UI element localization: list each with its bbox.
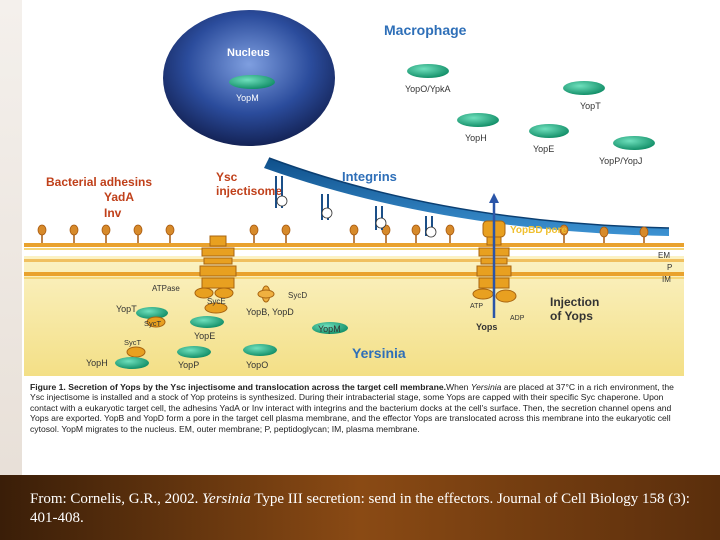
figure-number: Figure 1.	[30, 382, 66, 392]
inner-membrane	[24, 272, 684, 276]
yope-host-label: YopE	[533, 144, 554, 154]
nucleus-label: Nucleus	[227, 47, 270, 59]
citation-rest: Type III secretion: send in the effector…	[30, 491, 690, 526]
yope-bact-label: YopE	[194, 331, 215, 341]
ysc-injectisome-label: Ysc injectisome	[216, 170, 282, 198]
integrins-label: Integrins	[342, 169, 397, 184]
yersinia-label: Yersinia	[352, 345, 406, 361]
adhesin-row	[37, 224, 649, 243]
yope-bact-protein	[190, 316, 224, 328]
bacterial-adhesins-label: Bacterial adhesins	[46, 175, 152, 189]
macrophage-label: Macrophage	[384, 22, 467, 38]
ysc-injectisome-line1: Ysc	[216, 170, 238, 184]
yopt-bact-label: YopT	[116, 304, 137, 314]
integrin-adhesin-pairs	[275, 176, 437, 238]
yopm-nucleus-label: YopM	[236, 93, 259, 103]
sycd-label: SycD	[288, 291, 307, 300]
caption-title: Secretion of Yops by the Ysc injectisome…	[68, 382, 446, 392]
p-label: P	[667, 263, 672, 272]
yopt-host-protein	[563, 81, 605, 95]
sycd-cross	[257, 285, 275, 303]
slide-left-border	[0, 0, 22, 475]
yopm-in-nucleus	[229, 75, 275, 89]
slide-footer-bar	[0, 475, 720, 540]
yopt-host-label: YopT	[580, 101, 601, 111]
syct1-label: SycT	[144, 319, 162, 328]
host-plasma-membrane	[264, 158, 669, 236]
syce-label: SycE	[207, 297, 226, 306]
yopo-ypka-label: YopO/YpkA	[405, 84, 451, 94]
outer-membrane-inner	[24, 248, 684, 250]
yope-host-protein	[529, 124, 569, 138]
peptidoglycan	[24, 259, 684, 262]
yops-label: Yops	[476, 322, 497, 332]
citation-from: From: Cornelis, G.R., 2002.	[30, 491, 203, 507]
injection-line2: of Yops	[550, 309, 593, 323]
yopp-bact-protein	[177, 346, 211, 358]
caption-body-start: When	[446, 382, 471, 392]
im-label: IM	[662, 275, 671, 284]
yopb-yopd-label: YopB, YopD	[246, 307, 294, 317]
atpase-label: ATPase	[152, 284, 180, 293]
syct2-label: SycT	[124, 338, 142, 347]
yopm-bact-label: YopM	[318, 324, 341, 334]
yopm-bact-protein	[312, 322, 348, 334]
outer-membrane	[24, 243, 684, 247]
ysc-injectisome-line2: injectisome	[216, 184, 282, 198]
figure-caption: Figure 1. Secretion of Yops by the Ysc i…	[30, 382, 690, 470]
em-label: EM	[658, 251, 670, 260]
injection-line1: Injection	[550, 295, 599, 309]
yop-secretion-figure: Nucleus YopM Macrophage YopO/YpkA YopT Y…	[24, 8, 694, 378]
yopp-yopj-protein	[613, 136, 655, 150]
adp-label: ADP	[510, 315, 525, 322]
yopbd-injectisome	[472, 193, 517, 318]
yopo-bact-label: YopO	[246, 360, 268, 370]
inv-label: Inv	[104, 206, 122, 220]
yada-label: YadA	[104, 190, 134, 204]
inner-membrane-inner	[24, 277, 684, 279]
ysc-injectisome	[194, 235, 237, 299]
yoph-host-protein	[457, 113, 499, 127]
yopo-bact-protein	[243, 344, 277, 356]
yopbd-pore-label: YopBD pore	[510, 225, 567, 236]
citation-italic: Yersinia	[202, 491, 251, 507]
injection-of-yops-label: Injection of Yops	[550, 295, 603, 323]
yopt-bact-protein	[136, 307, 168, 319]
atp-label: ATP	[470, 303, 483, 310]
citation: From: Cornelis, G.R., 2002. Yersinia Typ…	[30, 490, 690, 528]
caption-body-italic: Yersinia	[470, 382, 502, 392]
figure-diagram: Nucleus YopM Macrophage YopO/YpkA YopT Y…	[24, 8, 694, 378]
yoph-bact-protein	[115, 357, 149, 369]
yoph-host-label: YopH	[465, 133, 487, 143]
caption-body-rest: are placed at 37°C in a rich environment…	[30, 382, 674, 434]
yopo-ypka-protein	[407, 64, 449, 78]
yopp-yopj-label: YopP/YopJ	[599, 156, 642, 166]
yopp-bact-label: YopP	[178, 360, 199, 370]
yoph-bact-label: YopH	[86, 358, 108, 368]
